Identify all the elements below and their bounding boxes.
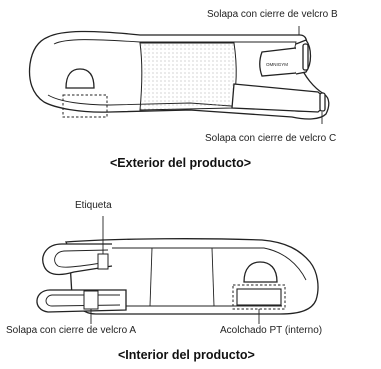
interior-upper-loop-inner xyxy=(54,249,109,268)
caption-interior: <Interior del producto> xyxy=(118,348,255,362)
interior-inner-seam xyxy=(100,247,307,307)
interior-strap-a xyxy=(36,289,127,313)
exterior-brace xyxy=(28,26,330,124)
label-strap-c: Solapa con cierre de velcro C xyxy=(205,133,337,144)
pt-pad xyxy=(236,288,282,306)
caption-exterior: <Exterior del producto> xyxy=(110,156,252,170)
pt-pad-dashed xyxy=(232,284,286,310)
label-tag xyxy=(97,253,109,270)
product-mark: OMNIGYM xyxy=(266,62,288,67)
label-etiqueta: Etiqueta xyxy=(75,200,112,211)
panel-seam-1 xyxy=(149,247,153,307)
interior-thumb-hole xyxy=(243,261,278,283)
panel-seam-2 xyxy=(211,247,215,307)
exterior-hidden-pad xyxy=(62,94,108,118)
interior-strap-a-inner xyxy=(45,294,121,307)
label-pad: Acolchado PT (interno) xyxy=(220,325,323,336)
strap-a-velcro xyxy=(83,290,99,310)
label-strap-a: Solapa con cierre de velcro A xyxy=(6,325,137,336)
interior-brace xyxy=(36,216,319,324)
strap-b-tab-end xyxy=(302,43,309,71)
label-strap-b: Solapa con cierre de velcro B xyxy=(207,9,338,20)
mesh-panel xyxy=(139,42,237,111)
thumb-hole xyxy=(65,68,95,89)
strap-c-tab-end xyxy=(319,92,326,112)
